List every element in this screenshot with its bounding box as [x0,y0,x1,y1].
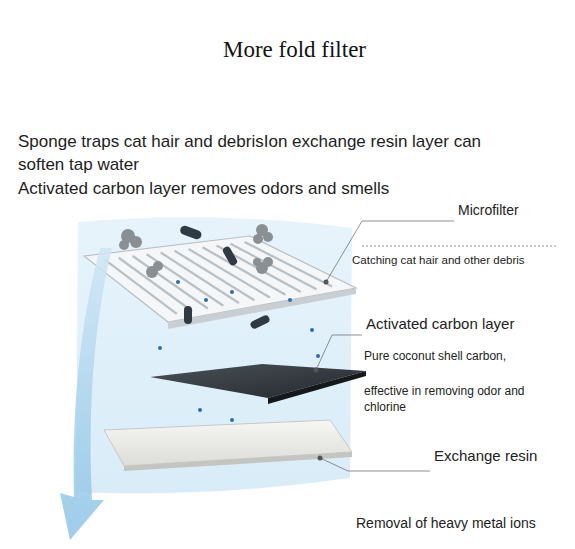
layer-name: Microfilter [458,201,570,220]
resin-slab [104,420,352,471]
leader-dots [314,280,329,461]
dirt-particles [179,224,271,329]
layer-note: Catching cat hair and other debris [352,253,570,269]
intro-text: Sponge traps cat hair and debrisIon exch… [18,131,518,177]
layer-name: Activated carbon layer [366,314,566,334]
flow-arrow [60,248,112,540]
layer-note: effective in removing odor and chlorine [364,383,560,415]
carbon-slab [150,364,366,404]
layer-name: Exchange resin [434,446,570,466]
intro-text: Activated carbon layer removes odors and… [18,178,538,201]
layer-note: Removal of heavy metal ions [356,514,570,533]
hair-particles [119,224,273,278]
ion-dots [158,280,320,422]
diagram-title: More fold filter [2,34,575,65]
microfilter-slab [84,236,356,329]
layer-note: Pure coconut shell carbon, [364,348,564,364]
